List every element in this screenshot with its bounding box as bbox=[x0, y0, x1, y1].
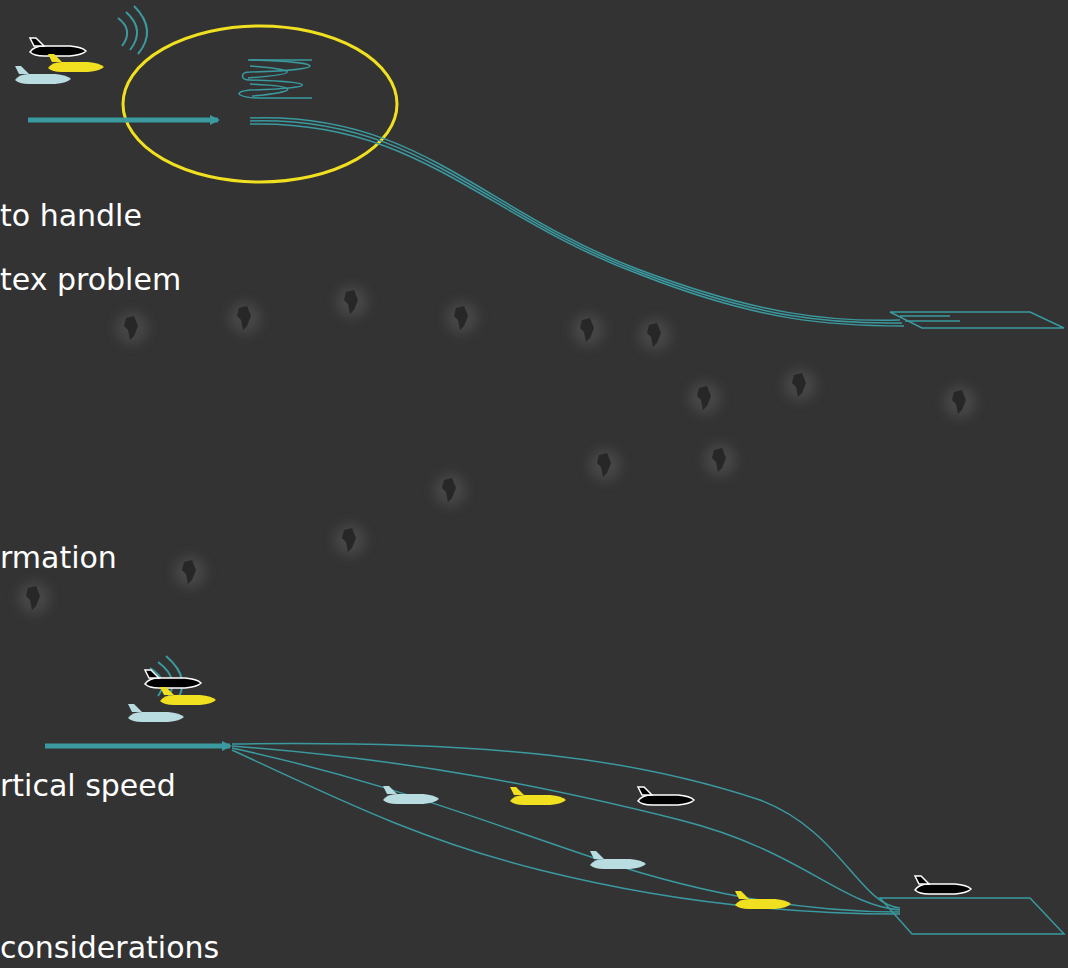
slide-text: to handle bbox=[0, 198, 142, 234]
slide-text: rmation bbox=[0, 540, 117, 576]
slide-text: rtical speed bbox=[0, 768, 176, 804]
slide-text: considerations bbox=[0, 930, 219, 966]
formation-scenario bbox=[45, 656, 1064, 934]
slide-text: tex problem bbox=[0, 262, 181, 298]
bird-flock bbox=[18, 286, 976, 614]
